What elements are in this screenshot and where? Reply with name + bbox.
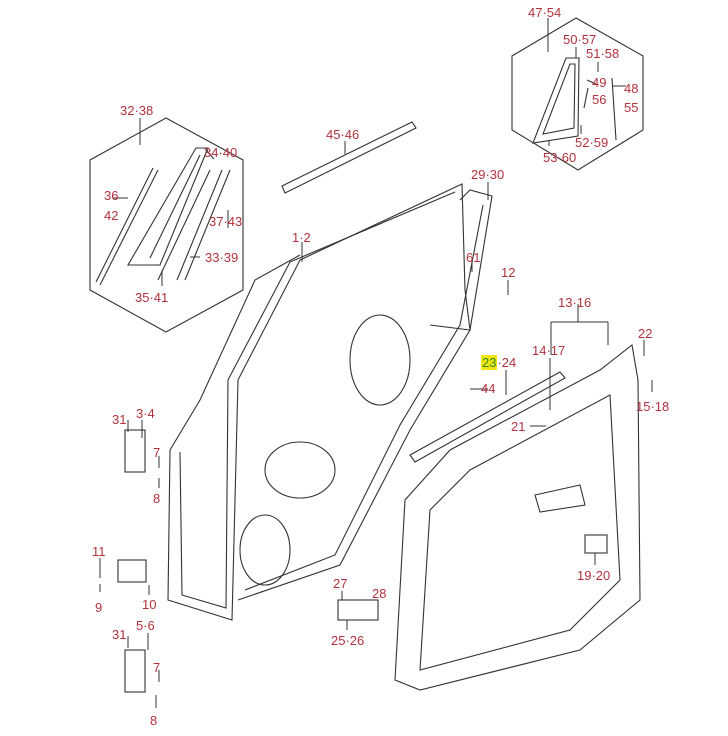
callout-9[interactable]: 9: [95, 600, 103, 615]
callout-3-4[interactable]: 3·4: [136, 406, 155, 421]
callout-28[interactable]: 28: [372, 586, 387, 601]
callout-22[interactable]: 22: [638, 326, 653, 341]
quarter-glass-inset: [511, 17, 644, 171]
callout-53-60[interactable]: 53·60: [543, 150, 577, 165]
callout-37-43[interactable]: 37·43: [209, 214, 243, 229]
callout-1-2[interactable]: 1·2: [292, 230, 311, 245]
callout-48[interactable]: 48: [624, 81, 639, 96]
callout-15-18[interactable]: 15·18: [636, 399, 670, 414]
callout-50-57[interactable]: 50·57: [563, 32, 597, 47]
callout-5-6[interactable]: 5·6: [136, 618, 155, 633]
highlighted-part-23: 23: [481, 355, 498, 370]
callout-8-lower[interactable]: 8: [150, 713, 158, 728]
callout-61[interactable]: 61: [466, 250, 481, 265]
callout-13-16[interactable]: 13·16: [558, 295, 592, 310]
callout-32-38[interactable]: 32·38: [120, 103, 154, 118]
callout-31-lower[interactable]: 31: [112, 627, 127, 642]
window-glass-inset: [89, 117, 244, 333]
callout-35-41[interactable]: 35·41: [135, 290, 169, 305]
callout-42[interactable]: 42: [104, 208, 119, 223]
callout-7-upper[interactable]: 7: [153, 445, 161, 460]
callout-33-39[interactable]: 33·39: [205, 250, 239, 265]
callout-56[interactable]: 56: [592, 92, 607, 107]
callout-11[interactable]: 11: [92, 544, 106, 559]
callout-25-26[interactable]: 25·26: [331, 633, 365, 648]
callout-21[interactable]: 21: [511, 419, 526, 434]
callout-31-upper[interactable]: 31: [112, 412, 127, 427]
callout-29-30[interactable]: 29·30: [471, 167, 505, 182]
callout-45-46[interactable]: 45·46: [326, 127, 360, 142]
callout-10[interactable]: 10: [142, 597, 157, 612]
callout-52-59[interactable]: 52·59: [575, 135, 609, 150]
callout-49[interactable]: 49: [592, 75, 607, 90]
callout-51-58[interactable]: 51·58: [586, 46, 620, 61]
callout-44[interactable]: 44: [481, 381, 496, 396]
callout-55[interactable]: 55: [624, 100, 639, 115]
callout-36[interactable]: 36: [104, 188, 119, 203]
callout-27[interactable]: 27: [333, 576, 348, 591]
callout-24: ·24: [497, 355, 517, 370]
callout-23-24[interactable]: 23·24: [481, 355, 517, 370]
callout-7-lower[interactable]: 7: [153, 660, 161, 675]
callout-14-17[interactable]: 14·17: [532, 343, 566, 358]
callout-19-20[interactable]: 19·20: [577, 568, 611, 583]
callout-8-upper[interactable]: 8: [153, 491, 161, 506]
callout-34-40[interactable]: 34·40: [204, 145, 238, 160]
callout-12[interactable]: 12: [501, 265, 516, 280]
callout-47-54[interactable]: 47·54: [528, 5, 562, 20]
